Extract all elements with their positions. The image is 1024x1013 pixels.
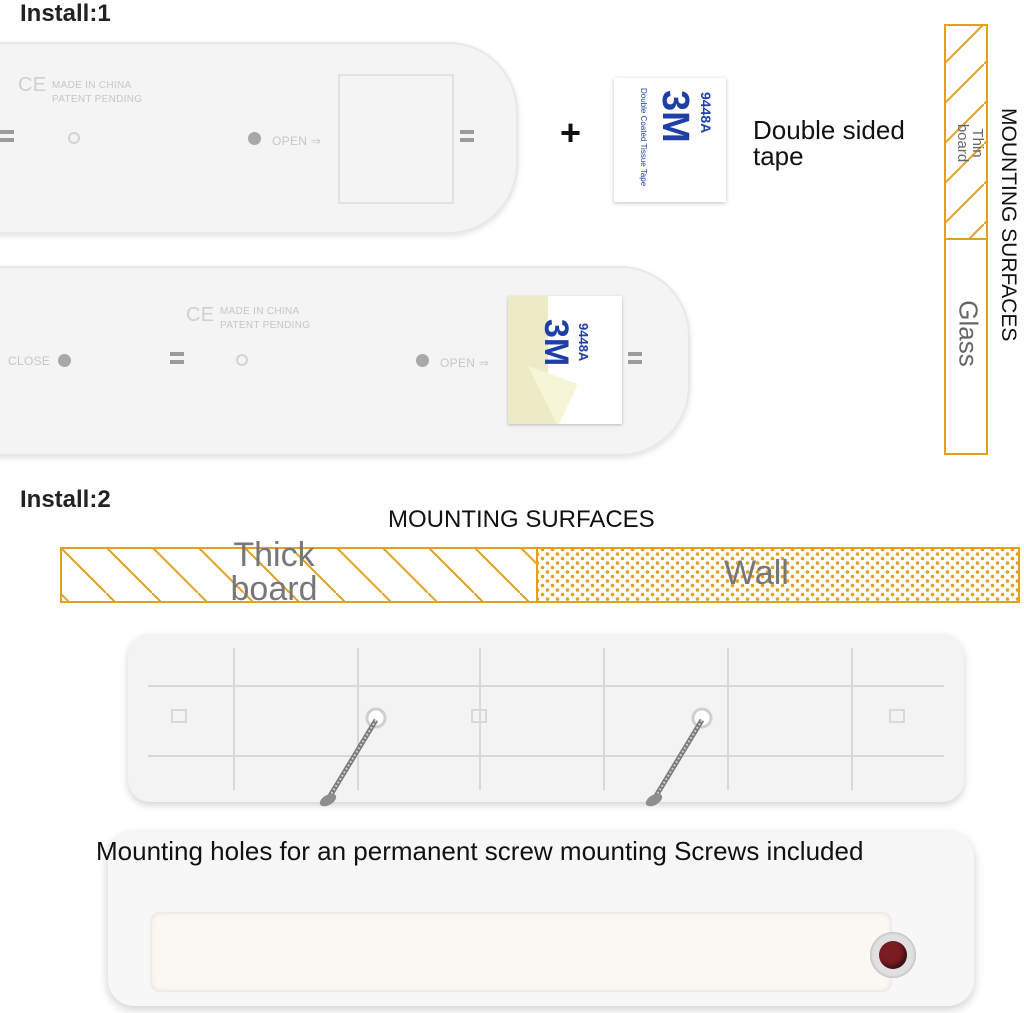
glass-label: Glass — [953, 300, 984, 367]
ce-mark-2: CE — [186, 304, 215, 326]
tape-label-line1: Double sided — [753, 115, 905, 145]
tape-label-line2: tape — [753, 141, 804, 171]
open-text-2: OPEN ⇒ — [440, 356, 490, 370]
plus-sign: + — [560, 112, 582, 153]
slot-middle — [170, 352, 184, 368]
mounting-surfaces-vertical-text: MOUNTING SURFACES — [997, 108, 1020, 342]
light-bar-front — [108, 832, 974, 1006]
thick-board-line2: board — [230, 570, 318, 608]
tape-code: 9448A — [698, 92, 714, 134]
slot-left — [0, 130, 14, 146]
open-text: OPEN ⇒ — [272, 134, 322, 148]
patent-text-2: PATENT PENDING — [220, 320, 311, 331]
wall-label: Wall — [724, 554, 789, 592]
applied-tape: 9448A 3M — [508, 296, 622, 424]
thin-board-line1: Thin — [969, 128, 986, 158]
double-sided-tape: 9448A 3M Double Coated Tissue Tape — [614, 78, 726, 202]
tape-brand: 3M — [654, 90, 696, 143]
release-dot — [248, 132, 261, 145]
install-1-heading: Install:1 — [20, 0, 111, 27]
pin-hole — [68, 132, 80, 144]
light-bar-back-top: CE MADE IN CHINA PATENT PENDING OPEN ⇒ — [0, 42, 518, 234]
vertical-mounting-surfaces — [944, 24, 988, 455]
led-diffuser-panel — [150, 912, 892, 992]
made-in-text-2: MADE IN CHINA — [220, 306, 300, 317]
tape-area-outline — [338, 74, 454, 204]
install-2-heading: Install:2 — [20, 486, 111, 513]
thin-board-label: Thin board — [948, 118, 988, 162]
applied-tape-brand: 3M — [537, 319, 575, 367]
thin-board-line2: board — [954, 123, 971, 163]
ce-mark: CE — [18, 74, 47, 96]
screw-right — [645, 718, 705, 807]
power-switch[interactable] — [870, 932, 916, 978]
thick-board-label: Thick board — [224, 538, 324, 606]
release-dot-right — [416, 354, 429, 367]
slot-right — [460, 130, 474, 146]
screw-hole-right — [691, 707, 713, 729]
slot-right-2 — [628, 352, 642, 368]
tape-desc: Double Coated Tissue Tape — [639, 88, 648, 187]
made-in-text: MADE IN CHINA — [52, 80, 132, 91]
close-text: CLOSE — [8, 354, 51, 368]
mounting-plate — [128, 634, 964, 802]
horizontal-mounting-surfaces — [60, 547, 1020, 603]
screw-hole-left — [365, 707, 387, 729]
mounting-surfaces-title: MOUNTING SURFACES — [388, 506, 655, 533]
pin-hole-2 — [236, 354, 248, 366]
screw-caption: Mounting holes for an permanent screw mo… — [96, 836, 864, 866]
thick-board-line1: Thick — [233, 536, 315, 574]
applied-tape-code: 9448A — [576, 323, 591, 362]
screw-left — [319, 718, 379, 807]
patent-text: PATENT PENDING — [52, 94, 143, 105]
release-dot-left — [58, 354, 71, 367]
